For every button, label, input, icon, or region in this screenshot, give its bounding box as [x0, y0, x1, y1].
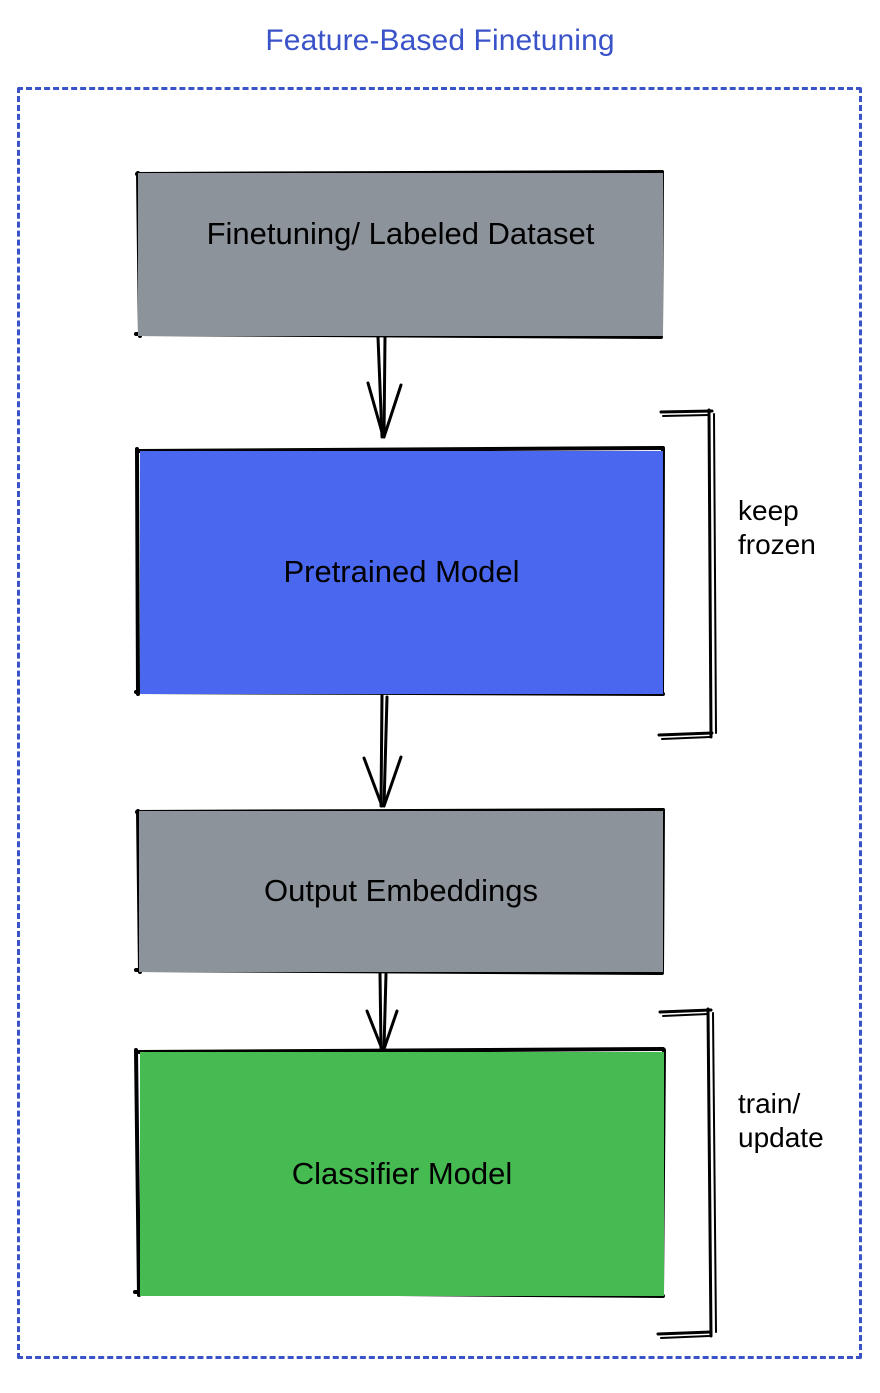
node-finetuning-labeled-dataset[interactable]: Finetuning/ Labeled Dataset: [138, 173, 663, 336]
node-classifier-model[interactable]: Classifier Model: [140, 1052, 664, 1296]
dashed-container-frame: [17, 87, 862, 1359]
node-label-pretrained: Pretrained Model: [283, 554, 520, 590]
page-title: Feature-Based Finetuning: [265, 24, 615, 57]
annotation-train-update: train/ update: [738, 1088, 824, 1154]
node-output-embeddings[interactable]: Output Embeddings: [139, 811, 663, 972]
node-pretrained-model[interactable]: Pretrained Model: [140, 451, 663, 694]
node-label-embeddings: Output Embeddings: [263, 873, 538, 909]
node-label-dataset: Finetuning/ Labeled Dataset: [206, 216, 595, 251]
annotation-keep-frozen: keep frozen: [738, 495, 816, 561]
node-label-classifier: Classifier Model: [291, 1155, 513, 1191]
